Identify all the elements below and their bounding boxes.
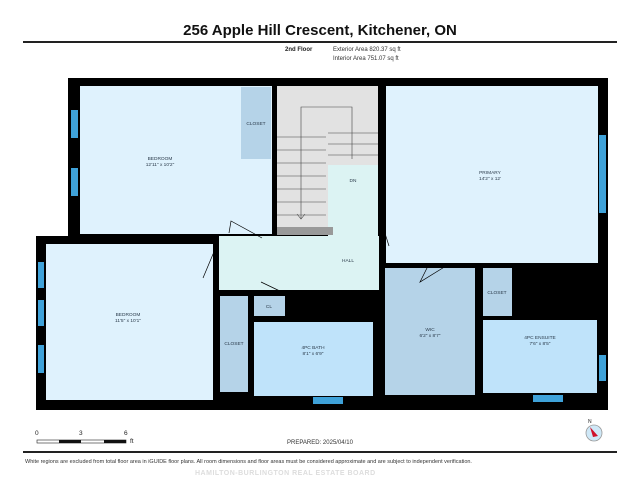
room-ensuite: [483, 320, 597, 393]
room-label: PRIMARY: [479, 170, 502, 176]
room-label: 4PC ENSUITE: [524, 335, 555, 341]
stairs-label: DN: [350, 178, 357, 184]
room-label: CL: [266, 304, 272, 310]
room-wic: [385, 268, 475, 395]
room-label: CLOSET: [246, 121, 265, 127]
room-hall-main: [219, 236, 379, 290]
scale-tick: 6: [124, 430, 128, 437]
scale-tick: 3: [79, 430, 83, 437]
room-dims: 7'6" x 8'5": [530, 341, 551, 347]
floor-name: 2nd Floor: [285, 47, 313, 53]
room-dims: 14'2" x 12': [479, 176, 501, 182]
scale-tick: 0: [35, 430, 39, 437]
room-label: 4PC BATH: [301, 345, 325, 351]
room-label: BEDROOM: [148, 156, 173, 162]
windows: [38, 110, 606, 404]
room-label: BEDROOM: [116, 312, 141, 318]
room-cl: [254, 296, 285, 316]
compass-label: N: [588, 419, 592, 425]
room-dims: 11'5" x 10'1": [115, 318, 141, 324]
room-closet3: [483, 268, 512, 316]
exterior-area: Exterior Area 820.37 sq ft: [333, 47, 401, 53]
interior-area: Interior Area 751.07 sq ft: [333, 56, 399, 62]
room-bath: [254, 322, 373, 396]
footer-divider: [23, 451, 617, 453]
prepared-date: PREPARED: 2025/04/10: [287, 440, 353, 446]
room-primary: [386, 86, 598, 263]
stair-treads: [277, 106, 378, 220]
room-bedroom2: [46, 244, 213, 400]
page-title: 256 Apple Hill Crescent, Kitchener, ON: [183, 22, 457, 39]
room-label: WIC: [425, 327, 435, 333]
room-label: CLOSET: [224, 341, 243, 347]
title-divider: [23, 41, 617, 43]
doors: [202, 220, 554, 309]
watermark: HAMILTON-BURLINGTON REAL ESTATE BOARD: [195, 470, 376, 477]
scale-bar: [36, 439, 127, 444]
room-label: HALL: [342, 258, 354, 264]
room-hall: [328, 165, 378, 245]
compass-icon: [585, 424, 603, 442]
scale-unit: ft: [130, 438, 134, 445]
room-label: CLOSET: [487, 290, 506, 296]
disclaimer: White regions are excluded from total fl…: [25, 459, 472, 465]
stair-landing: [277, 227, 333, 235]
room-bedroom1: [80, 86, 272, 234]
room-dims: 8'1" x 6'9": [303, 351, 324, 357]
room-closet2: [220, 296, 248, 392]
room-dims: 12'11" x 10'2": [146, 162, 175, 168]
room-closet1: [241, 87, 271, 159]
room-dims: 6'2" x 8'7": [420, 333, 441, 339]
